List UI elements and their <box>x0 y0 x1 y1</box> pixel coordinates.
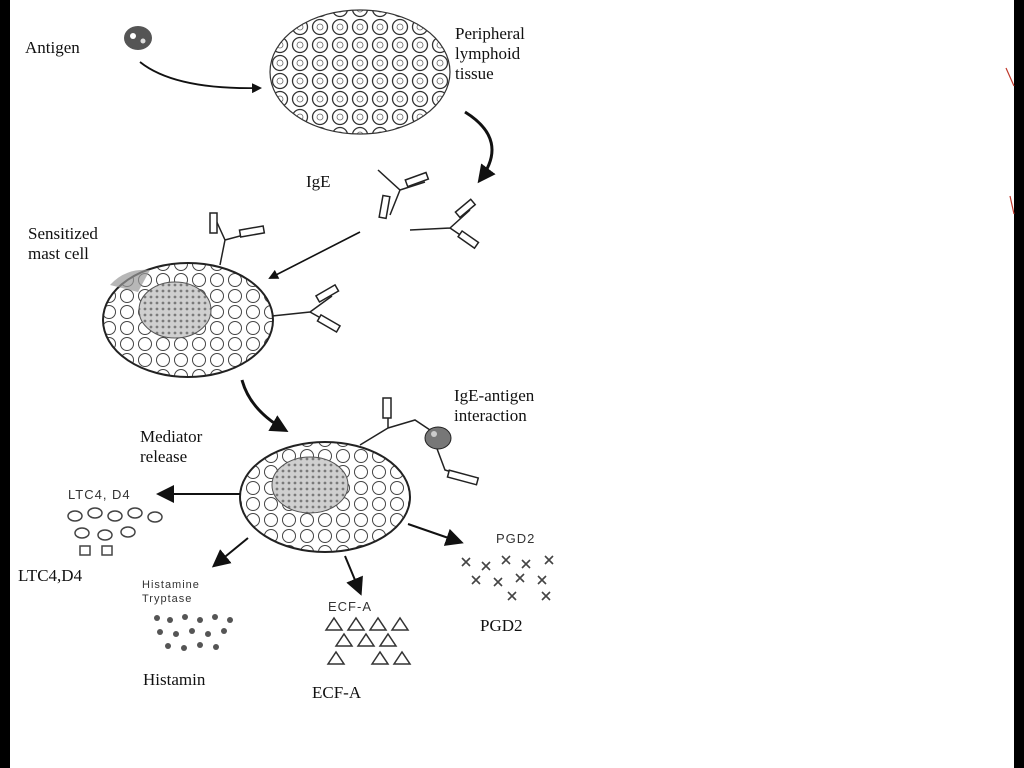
label-sensitized-mast-cell: Sensitized mast cell <box>28 224 98 263</box>
lymphoid-tissue <box>269 9 451 135</box>
inner-label-pgd2: PGD2 <box>496 531 536 546</box>
mast-cell-to-release-arrow <box>240 379 289 432</box>
allergic-reaction-diagram <box>67 9 554 665</box>
inner-label-ecf-a: ECF-A <box>328 599 372 614</box>
inner-label-histamine-tryptase: Histamine Tryptase <box>142 579 200 605</box>
arrow-pgd2 <box>407 523 464 546</box>
label-peripheral-lymphoid-tissue: Peripheral lymphoid tissue <box>455 24 525 83</box>
pgd2-granules <box>461 555 554 601</box>
ltc4-granules <box>67 507 163 556</box>
label-ige-antigen-interaction: IgE-antigen interaction <box>454 386 535 425</box>
label-mediator-release: Mediator release <box>140 427 203 466</box>
bound-ige-antibody <box>209 212 266 266</box>
label-ecf-a: ECF-A <box>312 683 362 702</box>
label-pgd2: PGD2 <box>480 616 523 635</box>
inner-label-ltc4-d4: LTC4, D4 <box>68 487 131 502</box>
label-ltc4-d4: LTC4,D4 <box>18 566 83 585</box>
slide: Antigen Peripheral lymphoid tissue IgE S… <box>10 0 1014 768</box>
label-antigen: Antigen <box>25 38 80 57</box>
label-ige: IgE <box>306 172 331 191</box>
ige-antibody <box>409 198 480 250</box>
antigen-particle <box>124 26 152 50</box>
sensitized-mast-cell <box>102 262 274 378</box>
arrow-histamine <box>211 537 249 568</box>
antigen-crosslink <box>424 426 452 450</box>
edge-accent-stroke <box>1005 67 1015 215</box>
tissue-to-ige-arrow <box>464 110 496 184</box>
histamine-granules <box>154 614 233 651</box>
antigen-to-tissue-arrow <box>139 61 262 94</box>
ecf-a-granules <box>324 616 412 665</box>
bound-ige-antibody <box>271 283 342 333</box>
label-histamin: Histamin <box>143 670 206 689</box>
activated-mast-cell <box>239 441 411 553</box>
arrow-ecf-a <box>344 555 363 596</box>
ige-antibody <box>377 169 430 220</box>
ige-to-mast-cell-arrow <box>268 231 361 279</box>
